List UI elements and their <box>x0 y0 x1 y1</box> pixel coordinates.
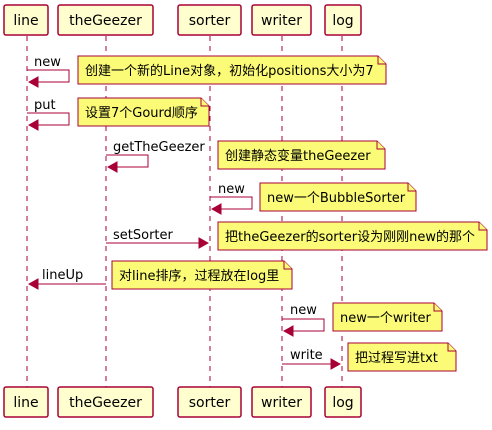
arrowhead-icon <box>27 278 39 290</box>
participant-label: sorter <box>189 395 231 411</box>
participant-sorter-top[interactable]: sorter <box>177 4 242 36</box>
note-2: 设置7个Gourd顺序 <box>77 97 210 127</box>
note-4: new一个BubbleSorter <box>259 182 417 212</box>
participant-line-bottom[interactable]: line <box>3 386 49 418</box>
note-text: 设置7个Gourd顺序 <box>85 106 198 121</box>
participant-writer-top[interactable]: writer <box>251 4 312 36</box>
participant-label: line <box>13 13 38 29</box>
participant-sorter-bottom[interactable]: sorter <box>177 386 242 418</box>
message-label: setSorter <box>113 228 174 243</box>
arrowhead-icon <box>282 325 294 337</box>
note-text: new一个writer <box>340 311 432 326</box>
message-line-new[interactable]: new <box>27 55 70 88</box>
arrowhead-icon <box>27 119 39 131</box>
message-theGeezer-getTheGeezer[interactable]: getTheGeezer <box>106 140 205 173</box>
note-text: 对line排序，过程放在log里 <box>119 269 279 284</box>
participant-writer-bottom[interactable]: writer <box>251 386 312 418</box>
participant-theGeezer-top[interactable]: theGeezer <box>57 4 154 36</box>
note-text: 把theGeezer的sorter设为刚刚new的那个 <box>225 229 475 245</box>
arrowhead-icon <box>198 237 210 249</box>
arrowhead-icon <box>330 358 342 370</box>
participant-label: line <box>13 395 38 411</box>
note-text: 创建一个新的Line对象，初始化positions大小为7 <box>85 63 374 79</box>
message-line-put[interactable]: put <box>27 98 70 131</box>
participant-label: theGeezer <box>69 13 142 29</box>
note-text: 把过程写进txt <box>355 351 438 366</box>
message-label: new <box>218 182 245 197</box>
participant-label: theGeezer <box>69 395 142 411</box>
message-write[interactable]: write <box>282 348 342 370</box>
note-7: new一个writer <box>332 302 443 332</box>
message-label: new <box>34 55 61 70</box>
note-3: 创建静态变量theGeezer <box>217 140 386 170</box>
message-label: new <box>290 303 317 318</box>
arrowhead-icon <box>210 203 222 215</box>
note-6: 对line排序，过程放在log里 <box>111 260 293 290</box>
message-setSorter[interactable]: setSorter <box>106 228 210 249</box>
note-8: 把过程写进txt <box>347 342 457 372</box>
message-label: put <box>34 98 56 113</box>
participant-line-top[interactable]: line <box>3 4 49 36</box>
note-text: 创建静态变量theGeezer <box>225 148 371 164</box>
message-lineUp[interactable]: lineUp <box>27 268 106 290</box>
note-1: 创建一个新的Line对象，初始化positions大小为7 <box>77 55 387 85</box>
participant-log-bottom[interactable]: log <box>324 386 362 418</box>
participant-log-top[interactable]: log <box>324 4 362 36</box>
message-label: write <box>290 348 323 363</box>
arrowhead-icon <box>27 76 39 88</box>
message-writer-new[interactable]: new <box>282 303 325 337</box>
message-label: getTheGeezer <box>113 140 205 155</box>
participant-label: log <box>332 395 353 411</box>
participant-label: writer <box>261 395 302 411</box>
message-sorter-new[interactable]: new <box>210 182 253 215</box>
note-5: 把theGeezer的sorter设为刚刚new的那个 <box>217 221 488 251</box>
participant-label: log <box>332 13 353 29</box>
participant-theGeezer-bottom[interactable]: theGeezer <box>57 386 154 418</box>
participant-label: sorter <box>189 13 231 29</box>
arrowhead-icon <box>106 161 118 173</box>
note-text: new一个BubbleSorter <box>267 191 406 206</box>
message-label: lineUp <box>42 268 83 283</box>
participant-label: writer <box>261 13 302 29</box>
